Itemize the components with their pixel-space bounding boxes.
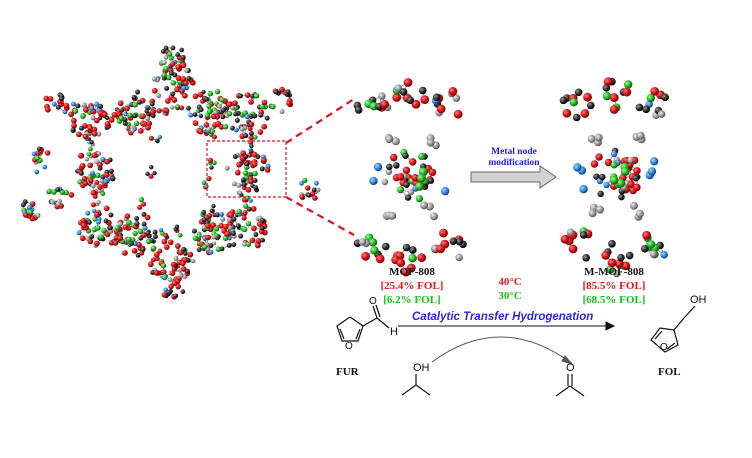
fol-oh-label: OH: [690, 294, 707, 306]
mof808-label: MOF-808: [389, 266, 435, 278]
mof808-fol-40-value: [25.4% FOL]: [380, 280, 444, 292]
m-mof808-label: M-MOF-808: [584, 266, 644, 278]
fol-label: FOL: [658, 366, 681, 378]
m-mof808-cluster: [559, 77, 669, 278]
fur-hydrogen-label: H: [390, 326, 398, 338]
isopropanol-oh-label: OH: [413, 362, 430, 374]
mof-framework-structure: [20, 45, 321, 300]
reaction-arrow: [398, 321, 616, 331]
mof808-fol-30-value: [6.2% FOL]: [383, 294, 441, 306]
isopropanol-structure: [401, 374, 431, 396]
arrow-label-line1: Metal node: [491, 147, 537, 157]
fol-ring-oxygen-label: O: [660, 342, 668, 353]
fur-ring-oxygen-label: O: [345, 341, 353, 352]
co-reagent-arc: [431, 336, 574, 365]
mof808-cluster: [353, 78, 467, 277]
acetone-structure: [555, 374, 585, 397]
m-mof808-fol-30-value: [68.5% FOL]: [582, 294, 646, 306]
fur-label: FUR: [336, 366, 359, 378]
arrow-label-line2: modification: [488, 158, 540, 168]
zoom-indicator: [206, 98, 355, 236]
fur-oxygen-label: O: [369, 296, 377, 307]
furfural-structure: [336, 304, 390, 342]
m-mof808-fol-40-value: [85.5% FOL]: [582, 280, 646, 292]
furfuryl-alcohol-structure: [650, 305, 696, 353]
acetone-oxygen-label: O: [566, 362, 575, 374]
temperature-30: 30°C: [498, 290, 522, 302]
reaction-title: Catalytic Transfer Hydrogenation: [412, 311, 594, 323]
temperature-40: 40°C: [498, 276, 522, 288]
modification-arrow: [470, 165, 557, 189]
